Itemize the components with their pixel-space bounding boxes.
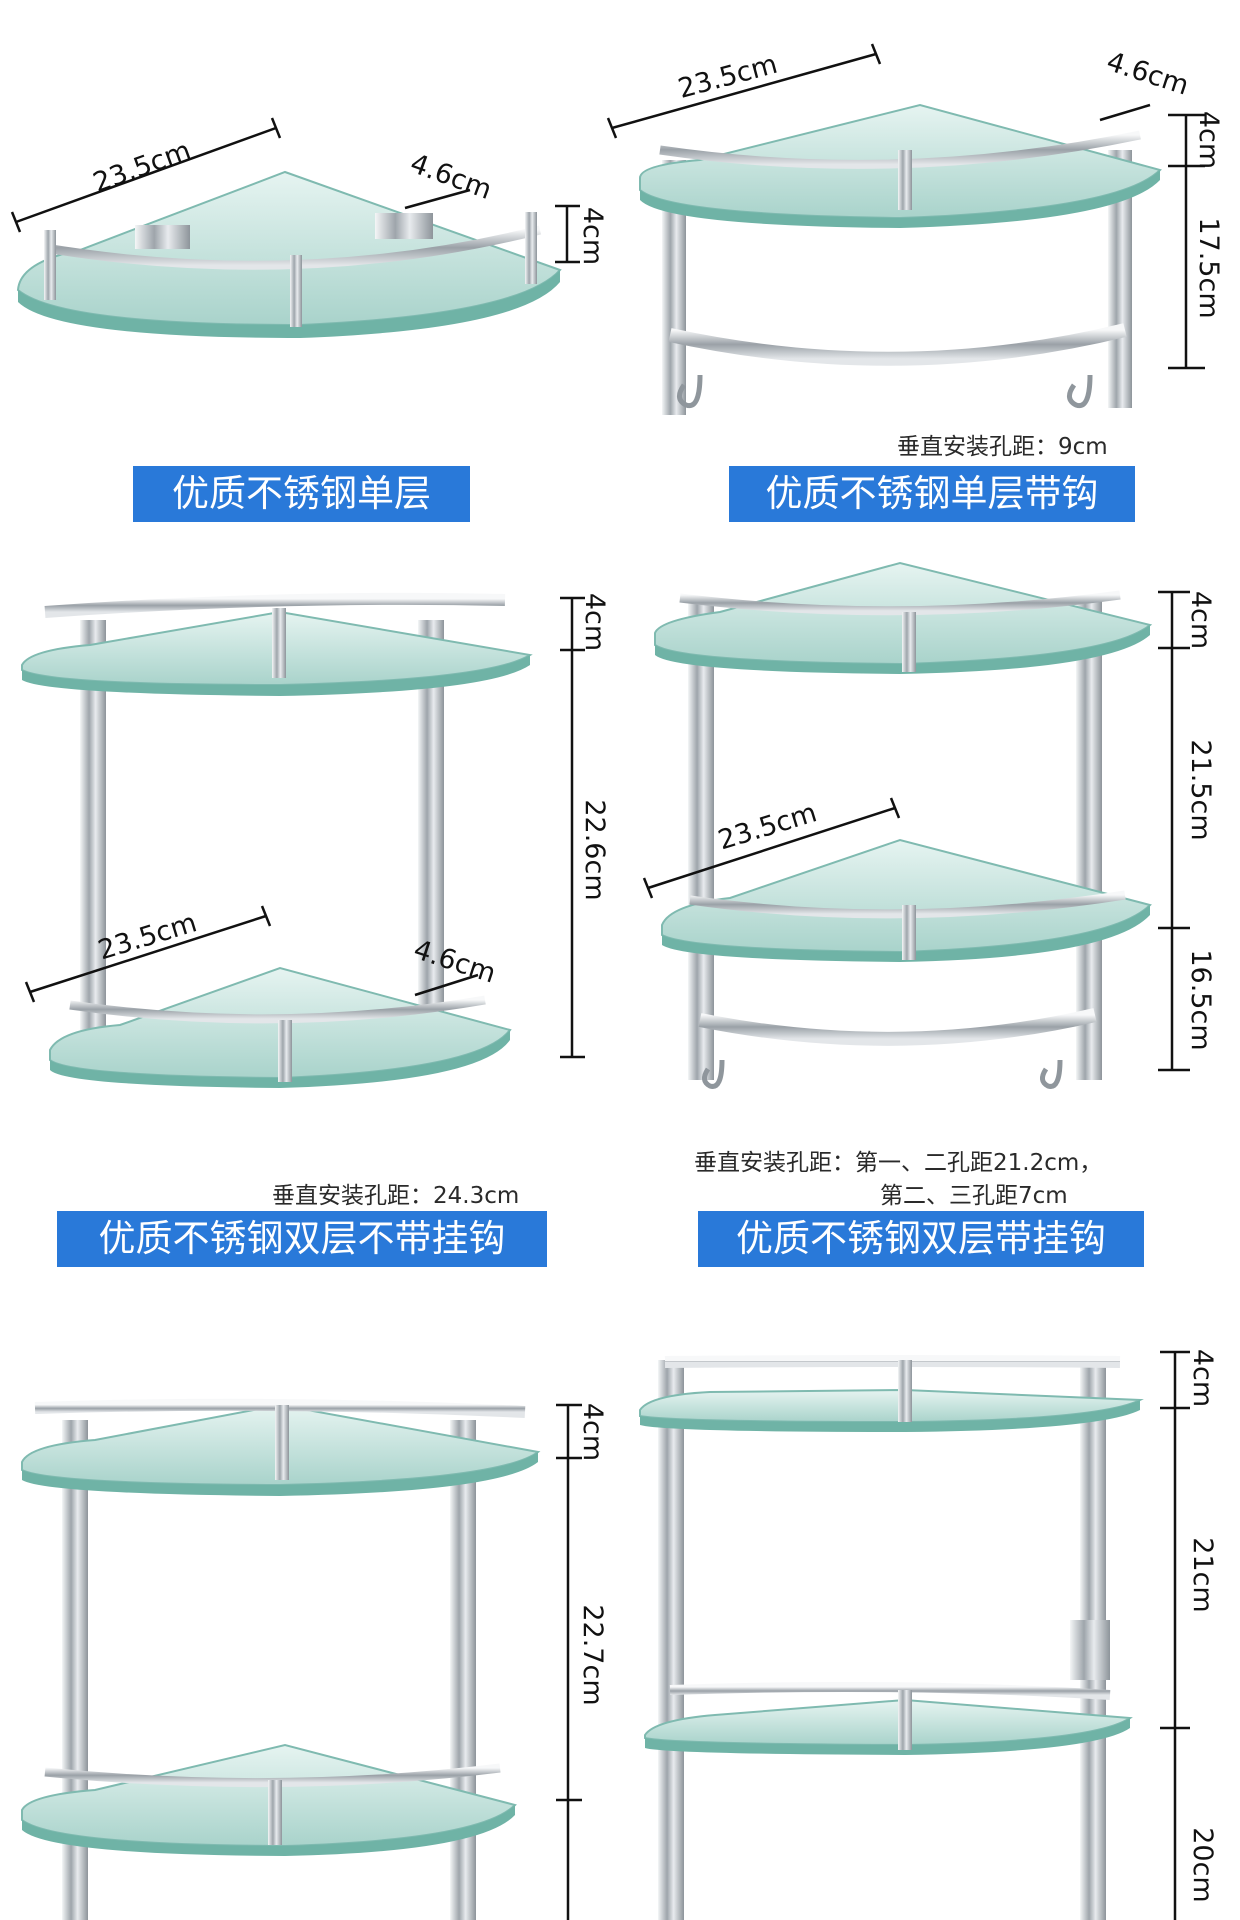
- p2-install-note: 垂直安装孔距：9cm: [897, 434, 1108, 460]
- p1-title-banner: 优质不锈钢单层: [133, 466, 470, 522]
- p4-rail-label: 4cm: [1185, 591, 1216, 649]
- p3-title-banner: 优质不锈钢双层不带挂钩: [57, 1211, 547, 1267]
- p3-height-label: 22.6cm: [579, 799, 610, 900]
- p5-height-label: 22.7cm: [577, 1604, 608, 1705]
- p6-height-upper-label: 21cm: [1187, 1537, 1218, 1613]
- product-2-dimension-lines: [606, 43, 1205, 370]
- p6-height-lower-label: 20cm: [1187, 1827, 1218, 1903]
- product-1-shelf: [16, 170, 562, 338]
- p2-rail-label: 4cm: [1193, 111, 1224, 169]
- p2-height-label: 17.5cm: [1193, 217, 1224, 318]
- p1-rail-label: 4cm: [577, 207, 608, 265]
- product-1-dimension-lines: [10, 117, 580, 264]
- product-6-dimension-lines: [1160, 1350, 1190, 1920]
- p1-width-label: 23.5cm: [89, 135, 195, 199]
- p4-title-banner: 优质不锈钢双层带挂钩: [698, 1211, 1144, 1267]
- p4-install-note-line2: 第二、三孔距7cm: [880, 1183, 1068, 1209]
- p2-depth-label: 4.6cm: [1103, 46, 1193, 101]
- product-5-shelf: [21, 1398, 541, 1920]
- product-5-dimension-lines: [556, 1403, 582, 1920]
- product-6-shelf: [639, 1355, 1141, 1920]
- product-3-dimension-lines: [24, 596, 585, 1059]
- p3-install-note: 垂直安装孔距：24.3cm: [272, 1183, 520, 1209]
- p4-install-note-line1: 垂直安装孔距：第一、二孔距21.2cm，: [694, 1150, 1103, 1176]
- product-3-shelf: [21, 592, 533, 1088]
- p4-height-lower-label: 16.5cm: [1185, 949, 1216, 1050]
- p4-width-label: 23.5cm: [715, 797, 821, 856]
- product-4-dimension-lines: [642, 590, 1190, 1072]
- p1-depth-label: 4.6cm: [406, 148, 496, 206]
- p3-width-label: 23.5cm: [95, 907, 201, 966]
- p3-rail-label: 4cm: [579, 593, 610, 651]
- product-4-shelf: [654, 561, 1153, 1089]
- p4-height-upper-label: 21.5cm: [1185, 739, 1216, 840]
- p5-rail-label: 4cm: [577, 1403, 608, 1461]
- product-2-shelf: [639, 103, 1162, 415]
- p6-rail-label: 4cm: [1187, 1349, 1218, 1407]
- p2-title-banner: 优质不锈钢单层带钩: [729, 466, 1135, 522]
